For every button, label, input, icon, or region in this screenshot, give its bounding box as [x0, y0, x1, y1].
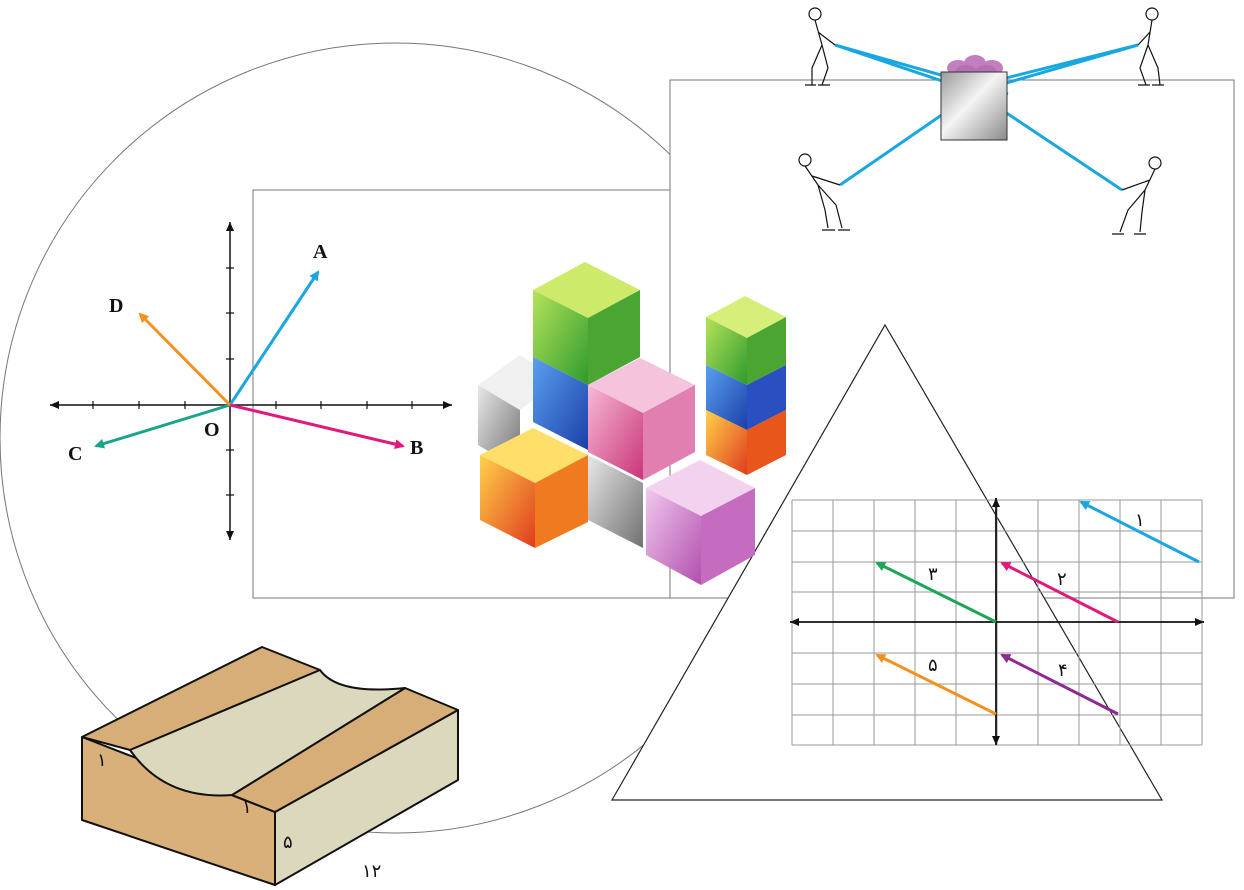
block-label-top-left: ۱: [97, 750, 107, 771]
grid-x-arrow-left: [790, 618, 799, 626]
channel-block-illustration: ۱ ۱ ۵ ۱۲: [81, 646, 459, 886]
grid-y-arrow-up: [992, 498, 1000, 507]
grid-vector-diagram: ۱ ۲ ۳ ۴ ۵: [790, 498, 1204, 746]
grid-label-5: ۵: [928, 655, 938, 676]
vector-diagram: A B C D O: [50, 222, 452, 540]
vector-c: [94, 403, 231, 449]
grid-vector-1: [1079, 500, 1200, 564]
grid-vector-5: [875, 653, 997, 716]
label-d: D: [109, 295, 123, 317]
grid-lines: [791, 499, 1203, 746]
grid-vector-3: [875, 561, 997, 624]
grid-y-arrow-down: [992, 736, 1000, 745]
grid-label-1: ۱: [1135, 510, 1145, 531]
label-origin: O: [204, 419, 220, 441]
stick-figures: [798, 7, 1164, 235]
block-label-height: ۵: [283, 832, 293, 853]
block-label-length: ۱۲: [362, 861, 381, 882]
block-label-top-right: ۱: [242, 797, 252, 818]
label-c: C: [68, 443, 82, 465]
grid-label-3: ۳: [928, 564, 938, 585]
box-with-objects: [940, 55, 1008, 141]
axis-ticks: [92, 267, 413, 496]
grid-vector-4: [1000, 653, 1119, 716]
x-axis-arrow-left: [50, 401, 59, 409]
cube-stack-illustration: [478, 262, 786, 585]
y-axis-arrow-up: [226, 222, 234, 231]
tug-of-war-illustration: [798, 7, 1164, 235]
grid-x-arrow-right: [1195, 618, 1204, 626]
vector-b: [229, 403, 405, 450]
grid-label-2: ۲: [1057, 569, 1067, 590]
x-axis-arrow-right: [443, 401, 452, 409]
vector-a: [228, 270, 320, 406]
y-axis-arrow-down: [226, 531, 234, 540]
label-a: A: [313, 241, 328, 263]
grid-label-4: ۴: [1058, 660, 1068, 681]
grid-vector-2: [1000, 561, 1119, 624]
vector-d: [138, 312, 232, 407]
label-b: B: [410, 437, 423, 459]
